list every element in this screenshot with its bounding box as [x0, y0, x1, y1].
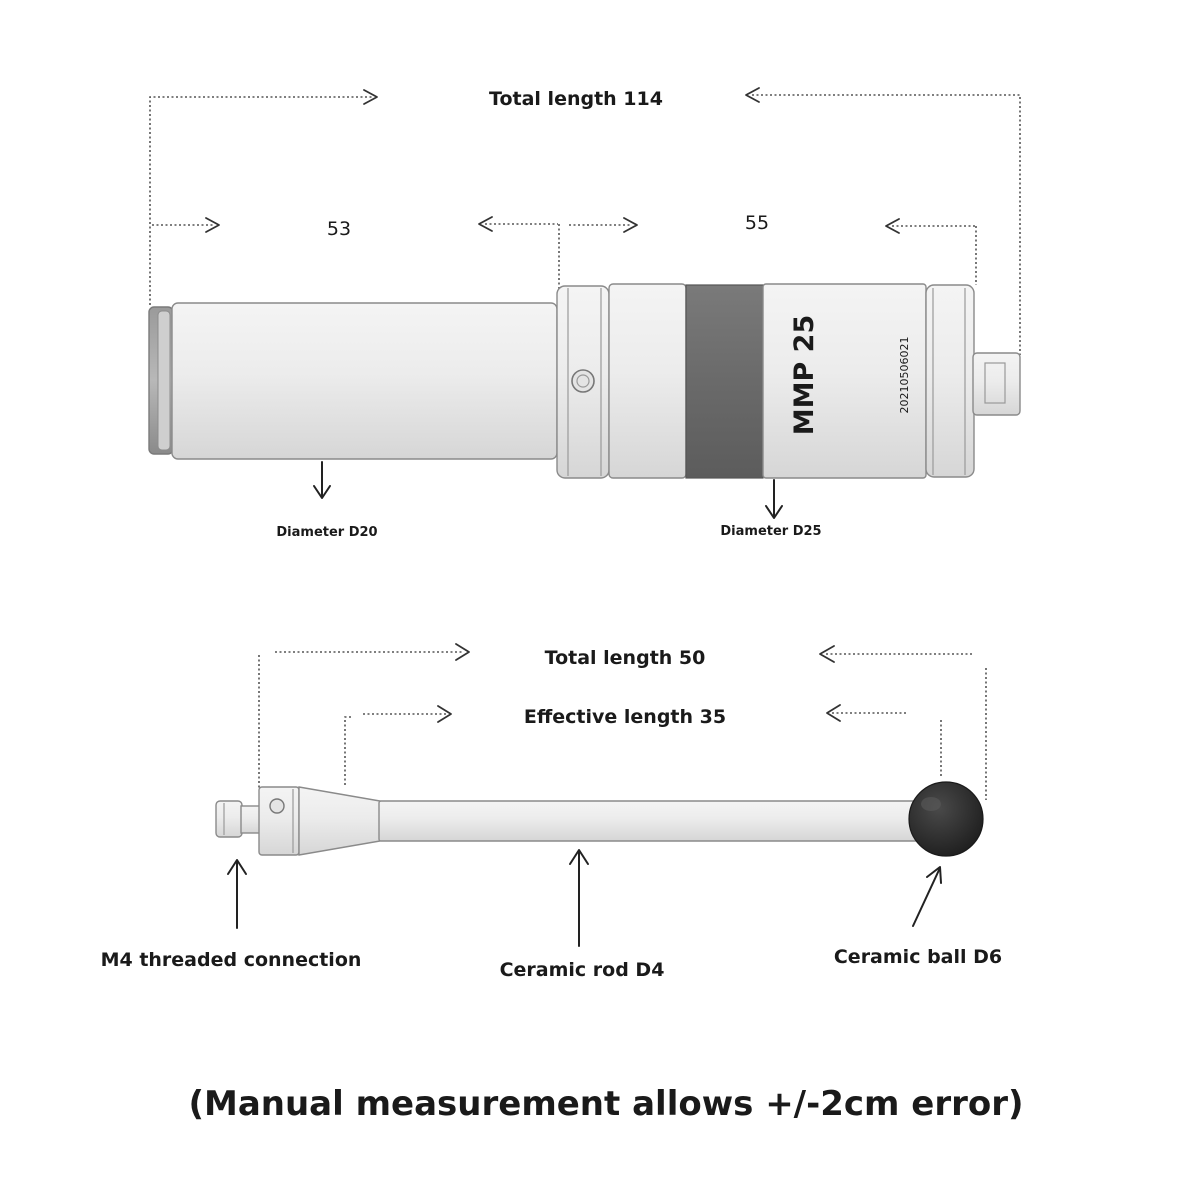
probe-end-ring-inner	[157, 310, 171, 451]
stylus-thread-stub	[215, 800, 243, 838]
stylus-total-length-label: Total length 50	[545, 647, 706, 669]
total-length-dim-left	[149, 96, 372, 305]
arrowhead-right-icon	[437, 705, 452, 723]
stylus-body	[215, 781, 984, 857]
ball-label: Ceramic ball D6	[834, 946, 1002, 968]
probe-screw-inner	[576, 374, 590, 388]
stylus-dimensions	[258, 643, 987, 800]
stylus-screw-icon	[269, 798, 285, 814]
stylus-taper	[298, 786, 381, 856]
arrowhead-left-icon	[885, 218, 900, 234]
arrowhead-right-icon	[455, 643, 470, 661]
probe-screw-icon	[571, 369, 595, 393]
probe-model-text: MMP 25	[789, 315, 820, 436]
rod-label: Ceramic rod D4	[500, 959, 665, 981]
arrowhead-left-icon	[819, 645, 835, 663]
stylus-ceramic-rod	[378, 800, 927, 842]
arrowhead-up-icon	[227, 859, 247, 875]
arrowhead-left-icon	[745, 87, 760, 103]
thread-label: M4 threaded connection	[101, 949, 362, 971]
measurement-note: (Manual measurement allows +/-2cm error)	[188, 1084, 1023, 1124]
probe-segment-left-label: 53	[327, 218, 351, 240]
diameter-left-label: Diameter D20	[276, 525, 377, 540]
arrowhead-right-icon	[205, 217, 220, 233]
arrowhead-right-icon	[623, 217, 638, 233]
probe-serial-text: 20210506021	[898, 337, 911, 414]
probe-connector-stub	[972, 352, 1021, 416]
arrowhead-down-icon	[765, 505, 783, 519]
stylus-ball-highlight	[921, 797, 941, 811]
stylus-effective-length-label: Effective length 35	[524, 706, 726, 728]
arrowhead-up-icon	[926, 866, 942, 884]
ball-callout-arrow	[912, 869, 940, 927]
stylus-neck	[240, 805, 261, 834]
arrowhead-left-icon	[478, 216, 493, 232]
probe-segment-right-label: 55	[745, 212, 769, 234]
arrowhead-left-icon	[826, 704, 841, 722]
stylus-effective-vertical-left	[344, 716, 352, 785]
probe-body	[148, 283, 1021, 479]
arrowhead-down-icon	[313, 485, 331, 499]
arrowhead-right-icon	[363, 89, 378, 105]
probe-dark-band	[685, 284, 764, 479]
probe-diameter-arrows	[313, 461, 783, 519]
probe-connector-slot	[984, 362, 1006, 404]
stylus-callouts	[227, 849, 942, 947]
probe-left-cylinder	[171, 302, 558, 460]
diameter-right-label: Diameter D25	[720, 524, 821, 539]
probe-housing-ring	[608, 283, 687, 479]
probe-total-length-label: Total length 114	[489, 88, 663, 110]
arrowhead-up-icon	[569, 849, 589, 865]
stylus-ceramic-ball	[908, 781, 984, 857]
total-length-dim-right	[752, 94, 1021, 355]
